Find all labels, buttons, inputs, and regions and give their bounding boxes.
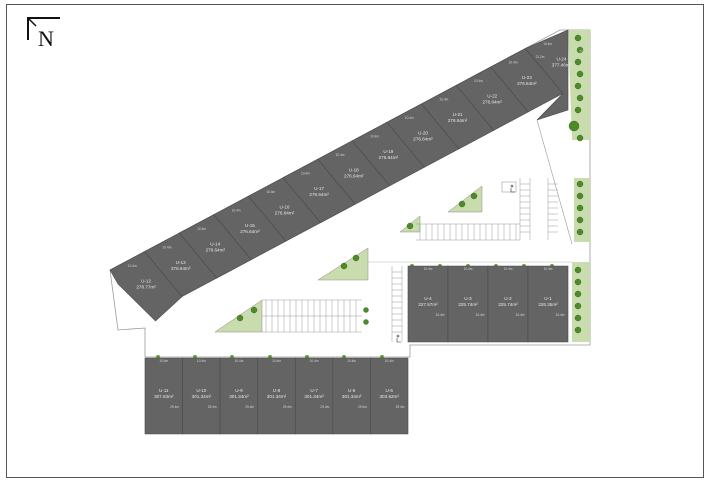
unit-frontage-label: 10.4m [543,42,552,46]
unit-area-label: 276.64m² [275,210,295,215]
inner-road-edge [536,119,573,245]
unit-frontage-label: 10.4m [474,79,483,83]
unit-id-label: U-15 [245,223,255,228]
units-row-bottom: U-11307.63m²10.4m29.4mU-10301.34m²10.4m2… [144,357,409,435]
unit-depth-label: 29.4m [170,405,179,409]
trees [236,34,584,334]
unit-end-dimension-label: 21.2m [536,55,545,59]
unit-frontage-label: 10.4m [128,264,137,268]
unit-area-label: 276.64m² [206,247,226,252]
unit-id-label: U-16 [280,204,290,209]
unit-lot[interactable] [527,265,569,343]
unit-area-label: 276.64m² [483,100,503,105]
unit-area-label: 301.34m² [342,394,362,399]
unit-frontage-label: 10.4m [439,98,448,102]
units-row-right: U-4327.57m²10.4m24.4mU-3325.74m²10.4m24.… [407,265,569,343]
unit-area-label: 326.35m² [538,302,558,307]
unit-area-label: 301.34m² [229,394,249,399]
unit-area-label: 301.34m² [192,394,212,399]
unit-frontage-label: 10.4m [197,227,206,231]
unit-id-label: U-21 [453,112,463,117]
unit-depth-label: 22.4m [579,50,588,54]
unit-depth-label: 29.4m [396,405,405,409]
unit-area-label: 301.34m² [304,394,324,399]
unit-id-label: U-13 [176,260,186,265]
unit-frontage-label: 10.4m [504,267,513,271]
accessible-parking-icon [396,184,515,343]
unit-frontage-label: 10.4m [266,190,275,194]
unit-id-label: U-4 [424,296,432,301]
unit-frontage-label: 10.4m [424,267,433,271]
unit-area-label: 276.64m² [309,192,329,197]
unit-area-label: 276.64m² [517,81,537,86]
unit-id-label: U-12 [141,278,151,283]
unit-id-label: U-9 [235,388,243,393]
unit-frontage-label: 10.4m [464,267,473,271]
unit-frontage-label: 10.4m [310,359,319,363]
units-row-top: U-12278.77m²10.4m22.4mU-13276.64m²10.4m2… [109,29,589,322]
unit-area-label: 276.64m² [413,137,433,142]
unit-id-label: U-10 [196,388,206,393]
unit-id-label: U-22 [487,94,497,99]
unit-area-label: 278.77m² [136,284,156,289]
unit-frontage-label: 10.4m [272,359,281,363]
unit-depth-label: 29.4m [358,405,367,409]
unit-frontage-label: 10.4m [347,359,356,363]
unit-lot[interactable] [524,29,569,121]
unit-id-label: U-18 [349,168,359,173]
unit-area-label: 276.64m² [379,155,399,160]
unit-frontage-label: 10.4m [336,153,345,157]
unit-depth-label: 29.4m [245,405,254,409]
unit-frontage-label: 10.4m [159,359,168,363]
unit-id-label: U-11 [159,388,169,393]
unit-frontage-label: 10.4m [405,116,414,120]
unit-area-label: 301.34m² [267,394,287,399]
parking-area [262,178,558,342]
unit-frontage-label: 10.4m [301,171,310,175]
unit-id-label: U-17 [314,186,324,191]
unit-area-label: 276.64m² [448,118,468,123]
unit-id-label: U-5 [386,388,394,393]
unit-depth-label: 29.4m [283,405,292,409]
unit-area-label: 276.64m² [171,266,191,271]
unit-area-label: 276.64m² [344,174,364,179]
unit-frontage-label: 10.4m [544,267,553,271]
unit-id-label: U-23 [522,75,532,80]
unit-id-label: U-1 [544,296,552,301]
unit-id-label: U-2 [504,296,512,301]
unit-id-label: U-20 [418,131,428,136]
unit-depth-label: 29.4m [208,405,217,409]
unit-frontage-label: 10.4m [232,208,241,212]
unit-depth-label: 24.4m [476,313,485,317]
unit-id-label: U-3 [464,296,472,301]
unit-id-label: U-7 [310,388,318,393]
unit-id-label: U-8 [273,388,281,393]
unit-lot[interactable] [370,357,409,435]
unit-frontage-label: 10.4m [370,135,379,139]
unit-id-label: U-24 [556,57,566,62]
unit-area-label: 325.74m² [458,302,478,307]
unit-frontage-label: 10.4m [509,61,518,65]
unit-frontage-label: 10.4m [385,359,394,363]
unit-frontage-label: 10.4m [234,359,243,363]
unit-depth-label: 24.4m [556,313,565,317]
north-arrow-icon: N [27,17,60,51]
unit-id-label: U-6 [348,388,356,393]
unit-area-label: 377.46m² [552,63,572,68]
unit-area-label: 327.57m² [418,302,438,307]
unit-area-label: 303.62m² [380,394,400,399]
unit-lot[interactable] [109,251,183,322]
unit-depth-label: 24.4m [516,313,525,317]
unit-area-label: 307.63m² [154,394,174,399]
unit-area-label: 276.64m² [240,229,260,234]
unit-depth-label: 29.4m [320,405,329,409]
unit-id-label: U-14 [210,241,220,246]
unit-frontage-label: 10.4m [162,245,171,249]
north-letter: N [38,26,54,51]
unit-depth-label: 24.4m [436,313,445,317]
unit-id-label: U-19 [383,149,393,154]
unit-frontage-label: 10.4m [197,359,206,363]
unit-area-label: 325.74m² [498,302,518,307]
